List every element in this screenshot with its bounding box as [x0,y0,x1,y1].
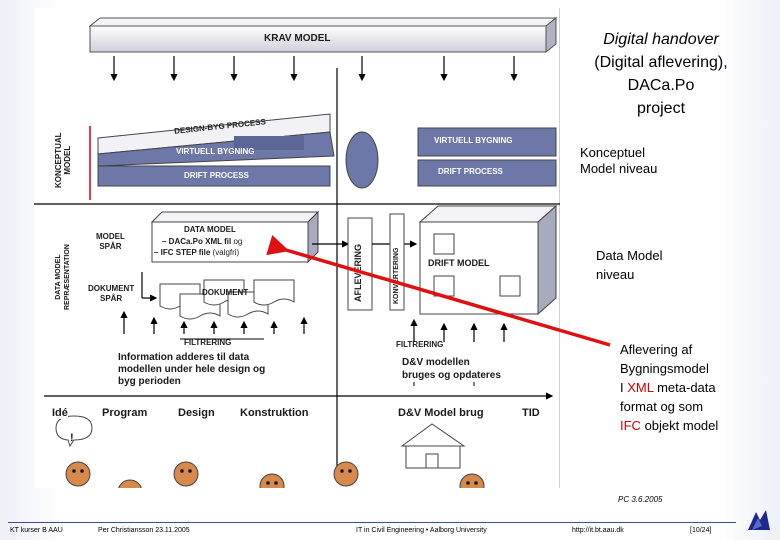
data-model-title: DATA MODEL [184,225,236,234]
note-handover: Aflevering af Bygningsmodel I XML meta-d… [620,342,719,433]
slide-title: Digital handover (Digital aflevering), D… [594,31,728,117]
drift-process-left-label: DRIFT PROCESS [184,171,249,180]
krav-down-arrows [110,56,518,82]
virtuell-bygning-left-label: VIRTUELL BYGNING [176,147,255,156]
left-process-band [97,113,335,187]
note-conceptual-level: Konceptuel Model niveau [580,145,658,176]
footer-rule [8,522,736,523]
footer-page-number: [10/24] [690,527,712,534]
aau-logo-icon [748,510,770,530]
footer-url[interactable]: http://it.bt.aau.dk [572,527,624,534]
footer-institution: IT in Civil Engineering • Aalborg Univer… [356,527,487,534]
timeline-ide: Idé [52,407,68,419]
right-process-band [417,127,557,187]
timeline-program: Program [102,407,148,419]
date-note: PC 3.6.2005 [618,495,663,504]
people-faces [65,461,485,488]
krav-model-label: KRAV MODEL [264,33,331,44]
document-stack [159,279,295,320]
data-model-ifc-line: – IFC STEP file (valgfri) [154,248,240,257]
note-data-model-level: Data Model niveau [596,248,663,282]
filtrering-right-label: FILTRERING [396,340,444,349]
data-model-xml-line: – DACa.Po XML fil og [162,237,243,246]
building-icon [400,423,466,469]
process-diagram: KRAV MODEL DESIGN-BYG PROCESS VIRTUELL B… [34,8,560,488]
konvertering-label: KONVERTERING [393,247,400,304]
timeline-design: Design [178,407,215,419]
krav-model-bar [88,16,558,54]
timeline-konstruktion: Konstruktion [240,407,309,419]
footer-author: Per Christiansson 23.11.2005 [98,527,190,534]
idea-bubble [55,415,93,448]
dokument-label: DOKUMENT [202,288,249,297]
drift-model-label: DRIFT MODEL [428,258,490,268]
transition-ellipse [345,131,379,189]
virtuell-bygning-right-label: VIRTUELL BYGNING [434,136,513,145]
diagram-graphics [34,16,560,488]
timeline-dv-model-brug: D&V Model brug [398,407,484,419]
timeline-tid: TID [522,407,540,419]
idea-bubble-text: ! [70,432,74,444]
footer-course: KT kurser B AAU [10,527,63,534]
aflevering-label: AFLEVERING [353,243,363,302]
filtrering-left-label: FILTRERING [184,338,232,347]
drift-process-right-label: DRIFT PROCESS [438,167,503,176]
